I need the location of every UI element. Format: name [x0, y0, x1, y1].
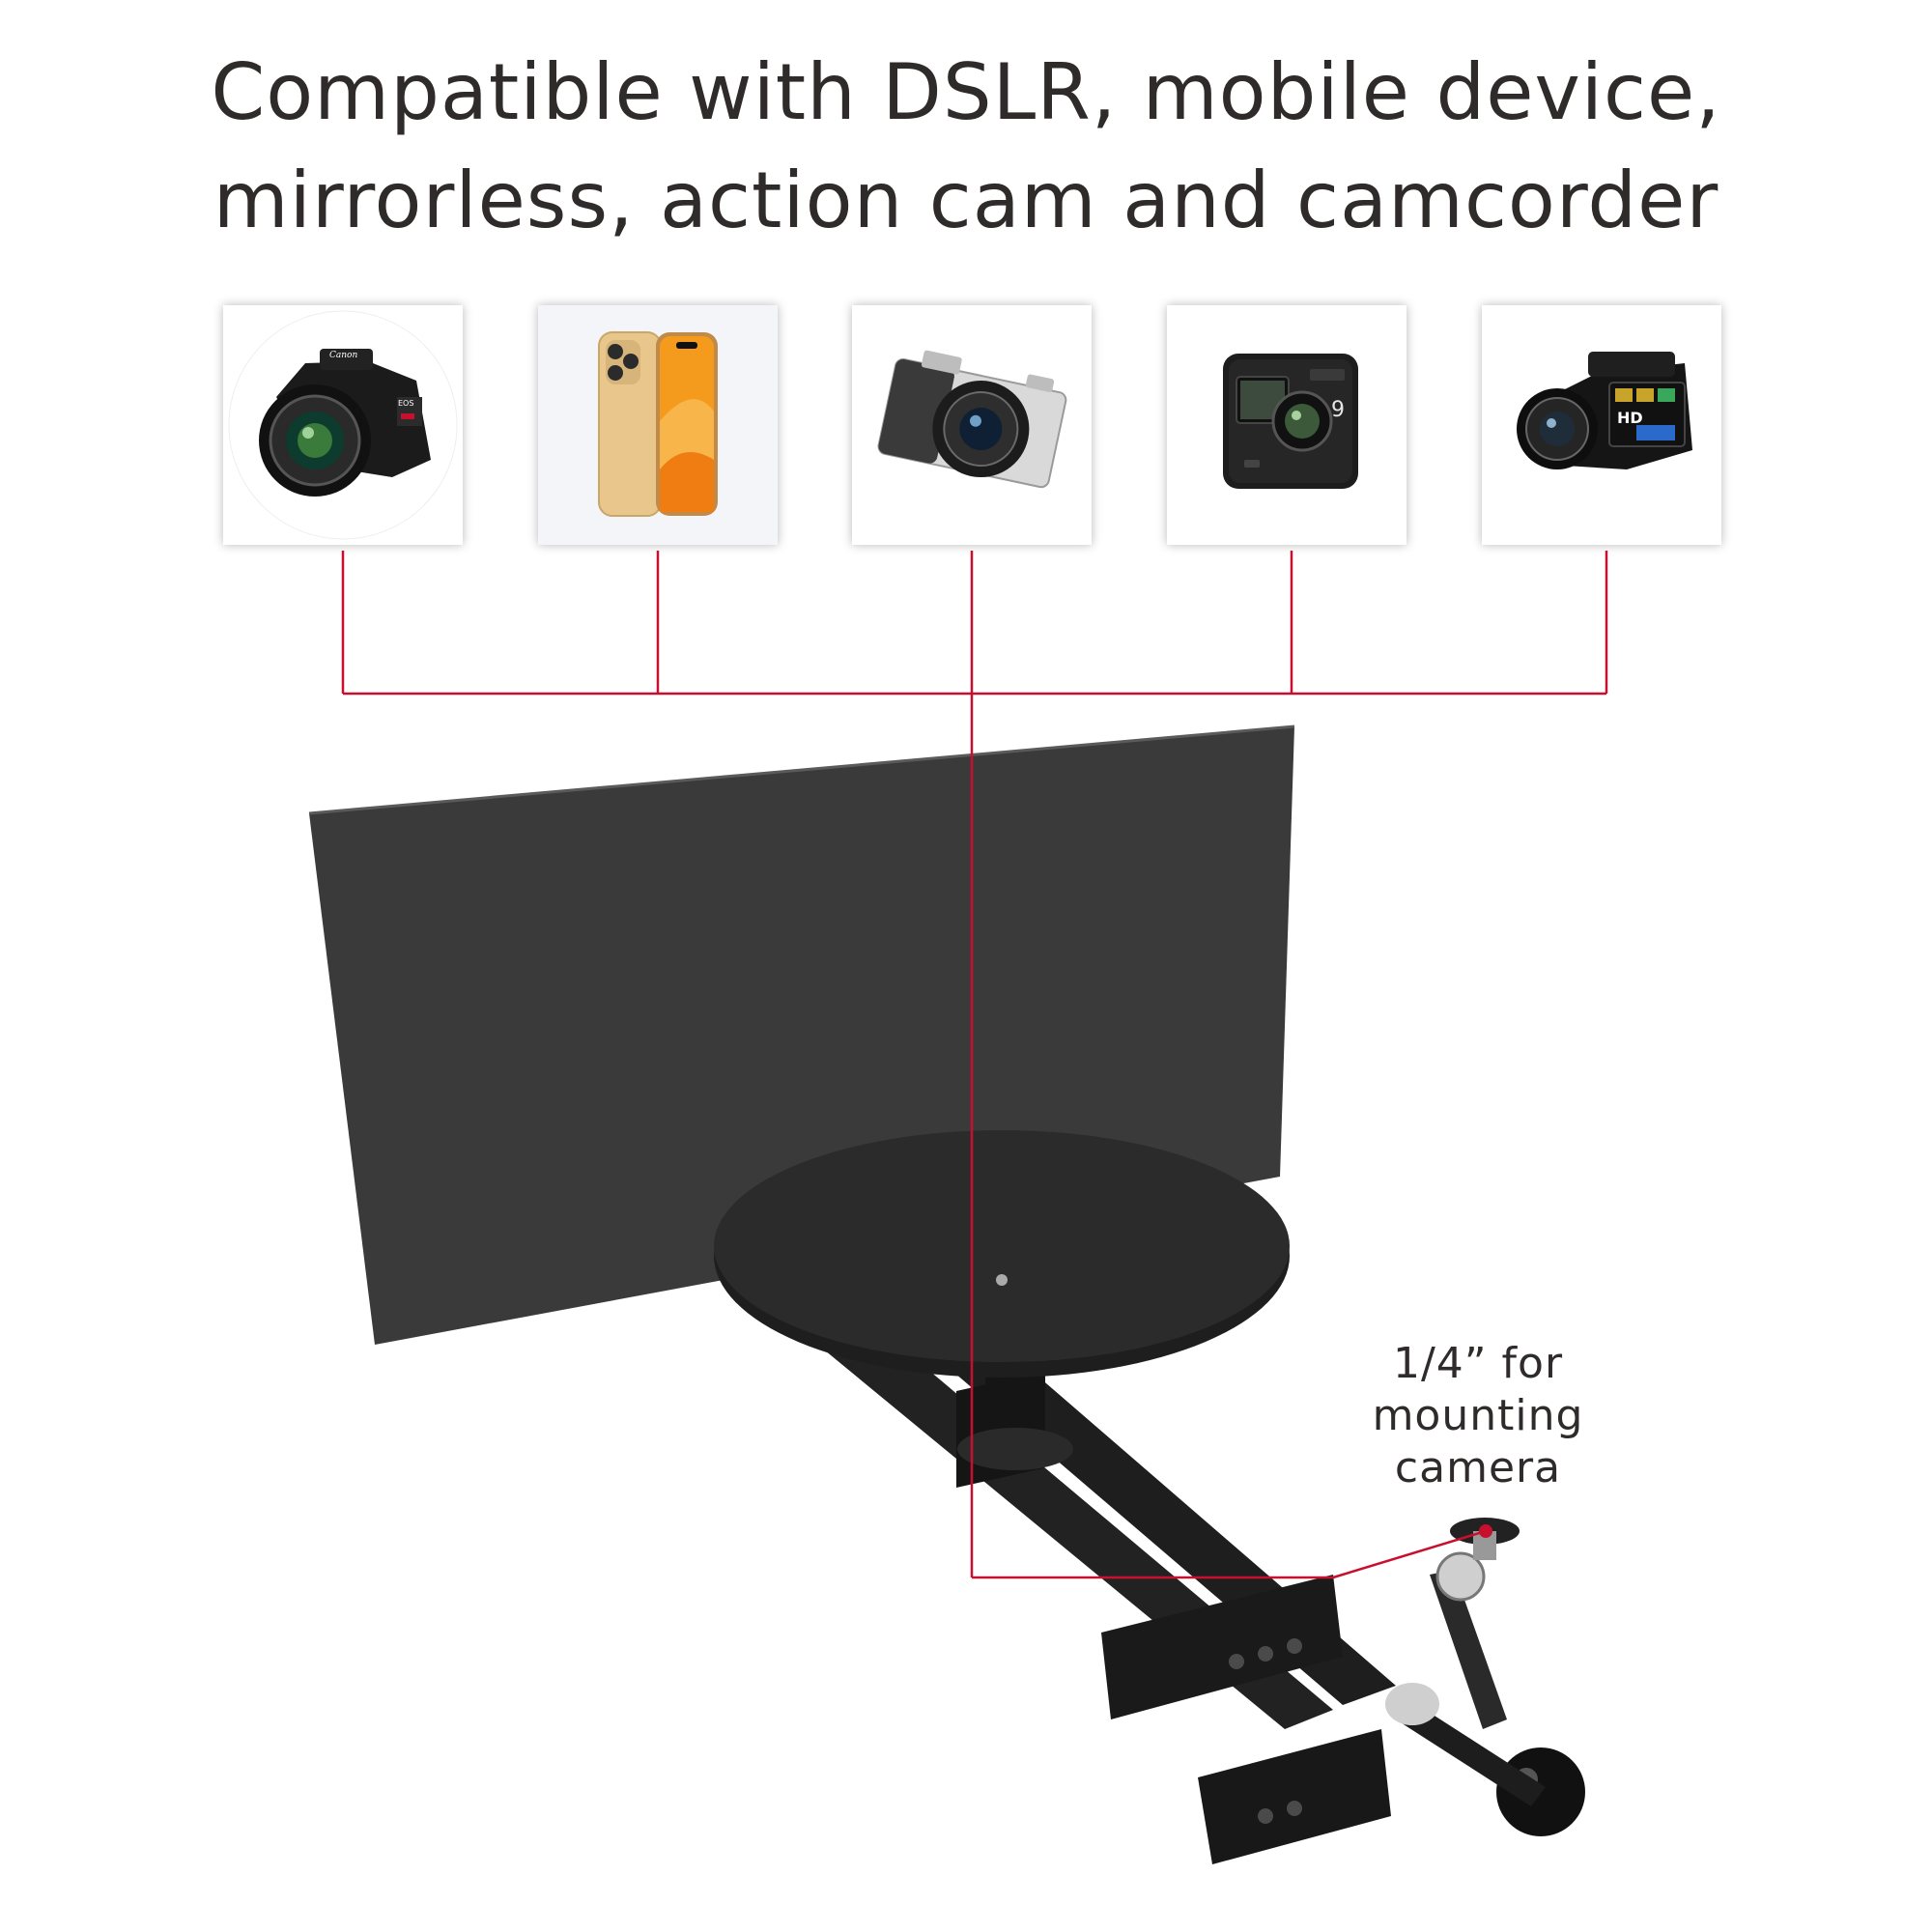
device-tile-action-cam: 9: [1167, 305, 1406, 545]
callout-line-1: 1/4” for: [1392, 1339, 1564, 1388]
device-tile-dslr: Canon EOS: [223, 305, 463, 545]
headline: Compatible with DSLR, mobile device, mir…: [0, 39, 1932, 255]
camcorder-icon: HD: [1517, 352, 1692, 469]
dslr-brand-text: Canon: [329, 351, 357, 360]
headline-line-1: Compatible with DSLR, mobile device,: [211, 47, 1721, 137]
mirrorless-camera-icon: [877, 350, 1067, 489]
mounting-callout: 1/4” for mounting camera: [1338, 1338, 1618, 1494]
device-tile-camcorder: HD: [1482, 305, 1721, 545]
smartphone-icon: [598, 331, 718, 517]
callout-line-2: mounting: [1372, 1391, 1584, 1440]
camcorder-badge-text: HD: [1617, 409, 1643, 427]
device-tile-mirrorless: [852, 305, 1092, 545]
slider-rail: [792, 1285, 1396, 1864]
dslr-badge-text: EOS: [398, 399, 413, 408]
connector-lines: [341, 551, 1608, 1579]
action-cam-badge-text: 9: [1331, 398, 1345, 422]
dslr-camera-icon: Canon EOS: [228, 310, 458, 540]
turntable: [714, 1130, 1290, 1470]
callout-line-3: camera: [1394, 1443, 1562, 1492]
device-tile-smartphone: [538, 305, 778, 545]
action-cam-icon: 9: [1223, 354, 1358, 489]
headline-line-2: mirrorless, action cam and camcorder: [213, 156, 1719, 245]
magic-arm: [1385, 1518, 1585, 1836]
